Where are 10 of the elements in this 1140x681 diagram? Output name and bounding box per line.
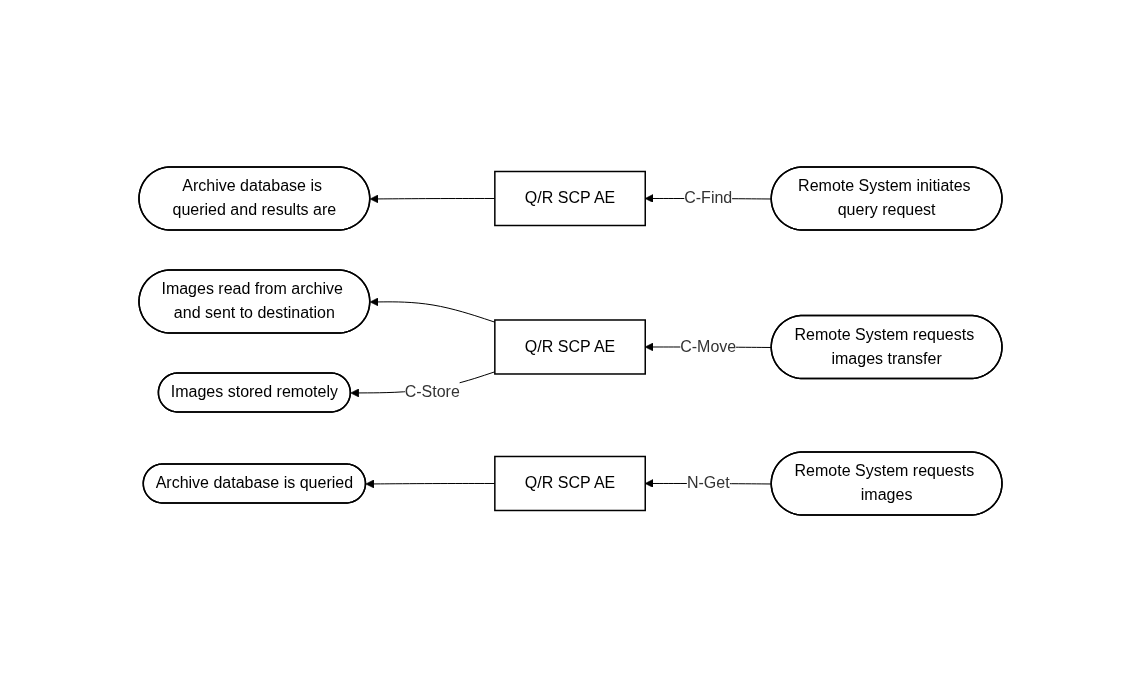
edge-label: N-Get [686,473,730,491]
edge-label: C-Find [683,189,732,206]
arrow [365,479,495,488]
arrow [369,194,495,203]
edge-label: C-Move [679,337,736,355]
arrow [369,297,495,323]
node-box: Q/R SCP AE [493,318,646,375]
node-box: Q/R SCP AE [493,170,646,226]
edge-label: C-Store [404,382,460,400]
node-box: Q/R SCP AE [493,455,646,511]
